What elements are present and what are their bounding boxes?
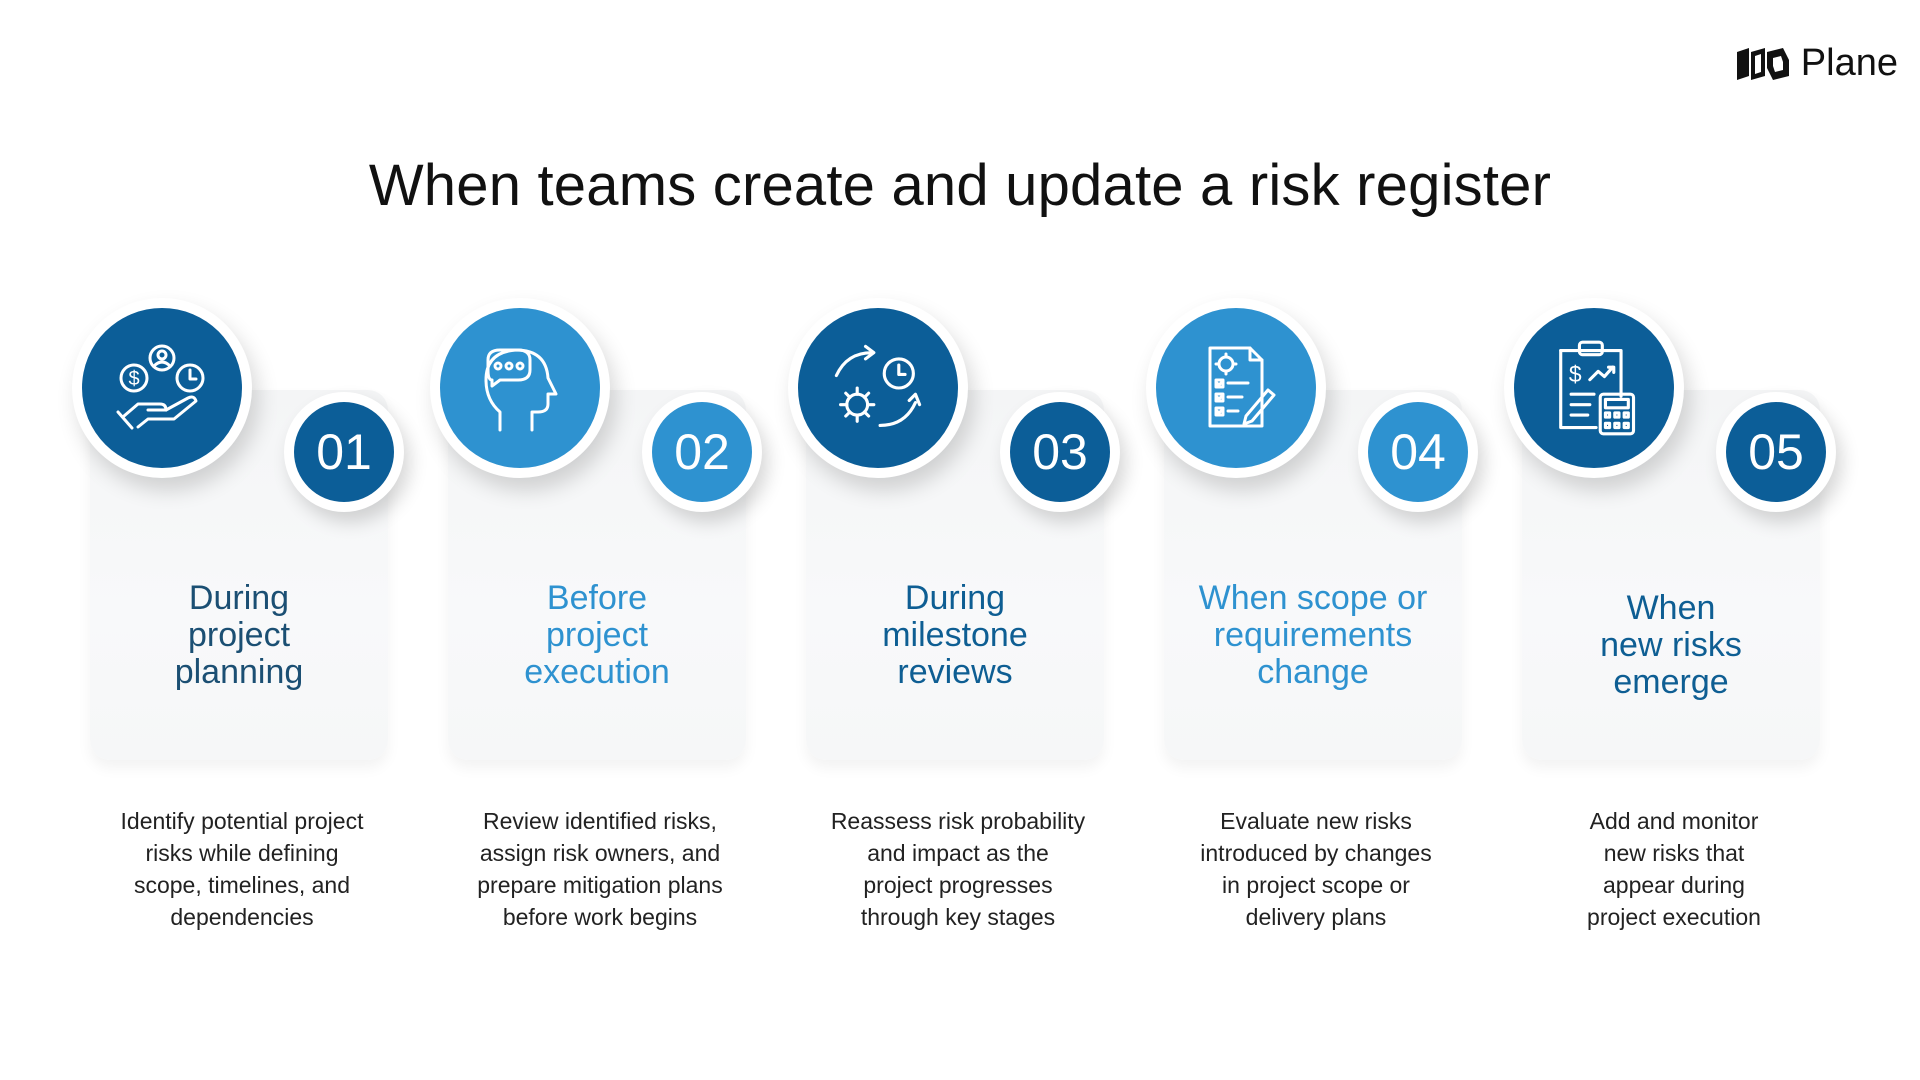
step-number-badge: 02 bbox=[642, 392, 762, 512]
brand-logo: Plane bbox=[1735, 42, 1898, 85]
icon-badge: $ bbox=[1504, 298, 1684, 478]
step-01: $ 01 During project planning Identify po… bbox=[72, 0, 432, 1080]
icon-badge bbox=[1146, 298, 1326, 478]
step-number-badge: 01 bbox=[284, 392, 404, 512]
svg-text:$: $ bbox=[128, 368, 139, 390]
step-05: $ 05 When new risks emerge Add and monit… bbox=[1504, 0, 1864, 1080]
step-number-badge: 05 bbox=[1716, 392, 1836, 512]
step-title: During project planning bbox=[174, 579, 304, 691]
document-checklist-icon bbox=[1208, 346, 1276, 428]
icon-circle bbox=[440, 308, 600, 468]
step-number-badge: 04 bbox=[1358, 392, 1478, 512]
icon-circle bbox=[1156, 308, 1316, 468]
step-title: When scope or requirements change bbox=[1198, 579, 1428, 691]
icon-circle: $ bbox=[82, 308, 242, 468]
step-number: 05 bbox=[1726, 402, 1826, 502]
clipboard-calculator-icon: $ bbox=[1559, 340, 1636, 436]
money-people-hand-icon: $ bbox=[116, 344, 205, 430]
icon-circle: $ bbox=[1514, 308, 1674, 468]
step-description: Review identified risks, assign risk own… bbox=[477, 808, 723, 930]
head-thinking-icon bbox=[484, 348, 558, 432]
step-description: Identify potential project risks while d… bbox=[120, 808, 364, 930]
step-04: 04 When scope or requirements change Eva… bbox=[1146, 0, 1506, 1080]
step-number: 04 bbox=[1368, 402, 1468, 502]
icon-badge: $ bbox=[72, 298, 252, 478]
step-number: 01 bbox=[294, 402, 394, 502]
step-description: Evaluate new risks introduced by changes… bbox=[1200, 808, 1432, 930]
icon-circle bbox=[798, 308, 958, 468]
page-title: When teams create and update a risk regi… bbox=[368, 153, 1552, 218]
step-number-badge: 03 bbox=[1000, 392, 1120, 512]
step-title: Before project execution bbox=[524, 579, 670, 691]
step-title: When new risks emerge bbox=[1600, 589, 1742, 701]
brand-name: Plane bbox=[1800, 42, 1898, 84]
step-title: During milestone reviews bbox=[882, 579, 1028, 691]
plane-logo-icon bbox=[1736, 47, 1789, 80]
step-number: 02 bbox=[652, 402, 752, 502]
svg-text:$: $ bbox=[1569, 361, 1582, 387]
cycle-gear-clock-icon bbox=[834, 344, 922, 427]
step-number: 03 bbox=[1010, 402, 1110, 502]
step-02: 02 Before project execution Review ident… bbox=[430, 0, 790, 1080]
icon-badge bbox=[430, 298, 610, 478]
step-description: Add and monitor new risks that appear du… bbox=[1587, 808, 1761, 930]
step-description: Reassess risk probability and impact as … bbox=[830, 808, 1086, 930]
step-03: 03 During milestone reviews Reassess ris… bbox=[788, 0, 1148, 1080]
icon-badge bbox=[788, 298, 968, 478]
